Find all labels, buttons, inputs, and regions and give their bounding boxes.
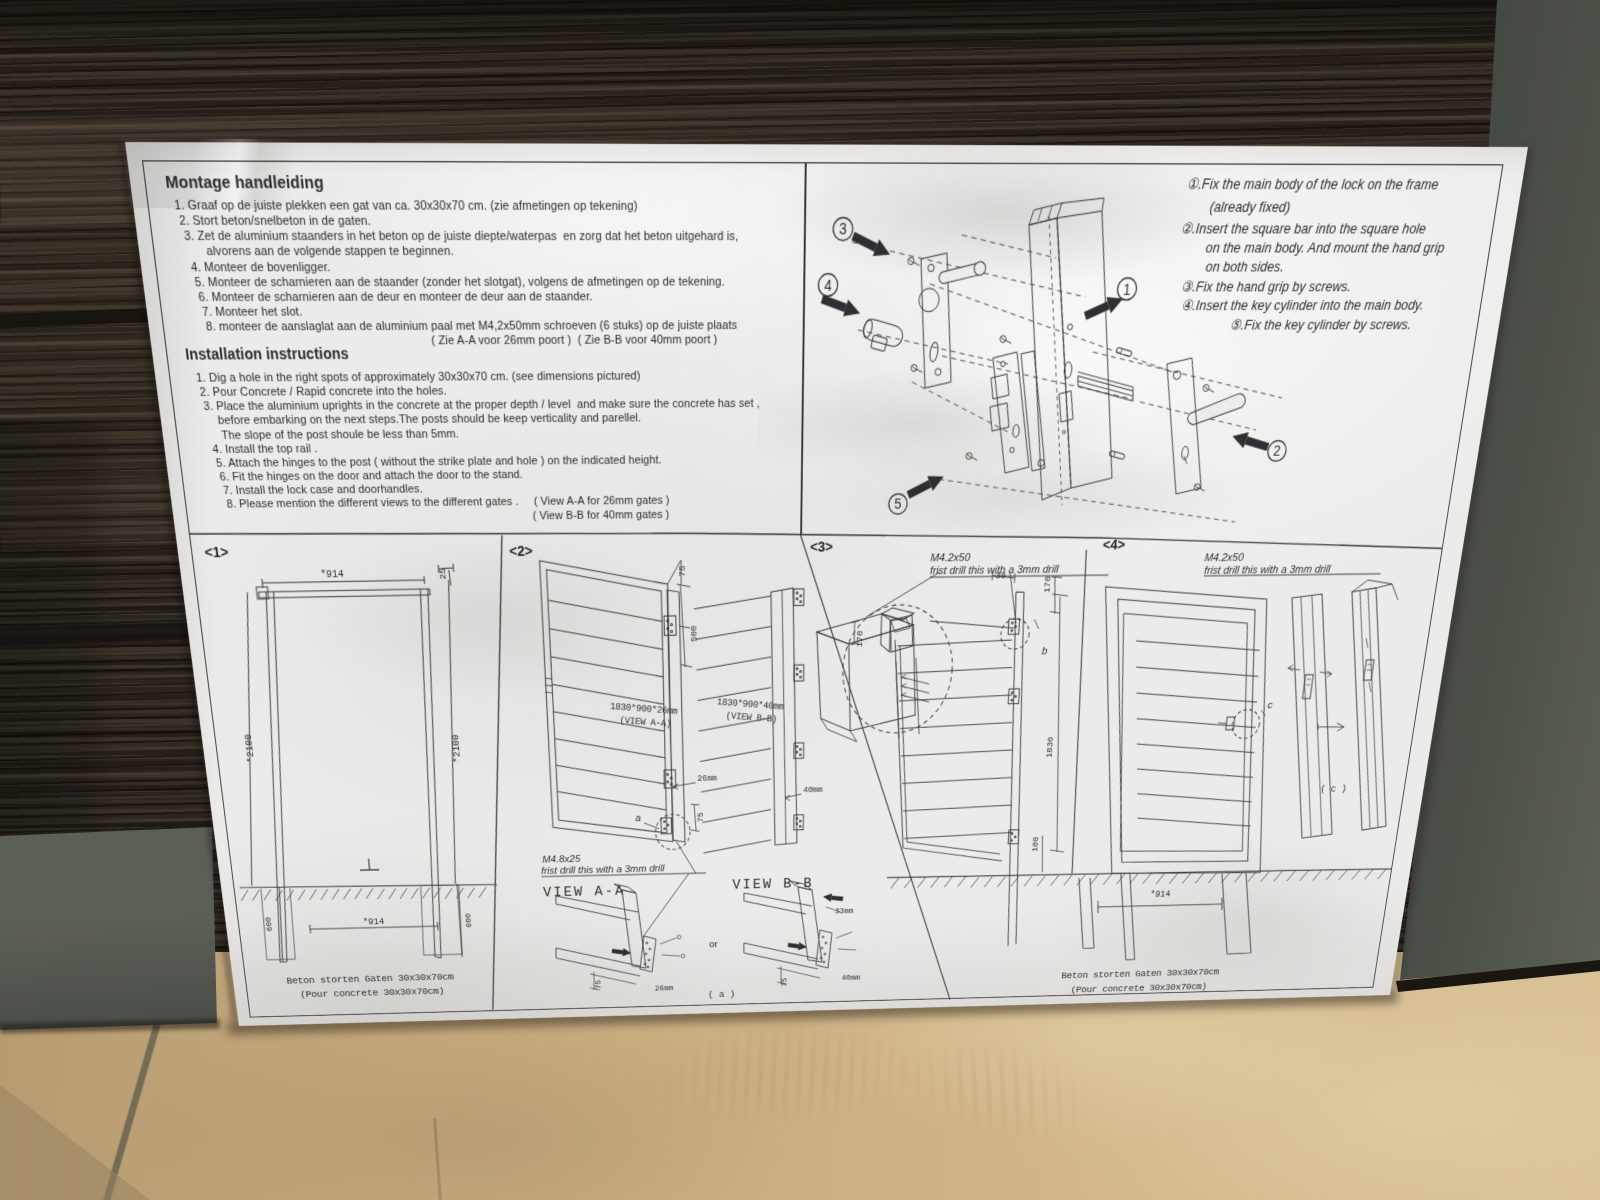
svg-text:<3>: <3> [810,539,833,556]
svg-text:( c ): ( c ) [1320,784,1348,795]
svg-text:3: 3 [839,221,847,239]
svg-text:600: 600 [264,917,275,932]
svg-text:75: 75 [781,978,790,987]
svg-text:2: 2 [1272,444,1281,460]
svg-text:c: c [1267,699,1274,711]
svg-text:M4.2x50: M4.2x50 [930,551,971,564]
svg-text:170: 170 [1043,576,1053,593]
svg-text:frist drill this with a 3mm dr: frist drill this with a 3mm drill [541,863,666,877]
svg-text:or: or [709,938,718,949]
svg-text:1830: 1830 [1046,736,1056,757]
svg-text:1: 1 [1123,281,1132,298]
svg-text:75: 75 [595,980,604,989]
svg-text:26mm: 26mm [697,774,717,784]
svg-text:VIEW A-A: VIEW A-A [543,883,626,901]
svg-text:frist drill this with a 3mm dr: frist drill this with a 3mm drill [930,563,1060,577]
svg-text:1830*900*26mm: 1830*900*26mm [610,701,678,717]
svg-text:*914: *914 [362,917,384,928]
svg-text:(Pour concrete 30x30x70cm): (Pour concrete 30x30x70cm) [300,986,445,1000]
svg-text:40mm: 40mm [841,974,860,983]
svg-text:Beton storten Gaten 30x30x70cm: Beton storten Gaten 30x30x70cm [286,972,454,987]
svg-text:(Pour concrete 30x30x70cm): (Pour concrete 30x30x70cm) [1070,981,1207,995]
svg-text:<2>: <2> [509,543,533,560]
svg-text:26mm: 26mm [655,984,674,993]
svg-text:<4>: <4> [1102,537,1126,553]
svg-text:(VIEW B-B): (VIEW B-B) [725,710,777,725]
svg-text:170: 170 [856,630,866,647]
svg-text:VIEW B-B: VIEW B-B [732,875,813,893]
svg-text:M4.8x25: M4.8x25 [542,853,581,865]
svg-text:30: 30 [995,571,1006,581]
svg-text:b: b [1041,645,1048,657]
svg-text:M4.2x50: M4.2x50 [1204,551,1245,564]
svg-text:600: 600 [464,913,474,928]
svg-text:100: 100 [1031,837,1041,852]
svg-text:Beton storten Gaten 30x30x70cm: Beton storten Gaten 30x30x70cm [1061,967,1220,981]
svg-text:( a ): ( a ) [708,989,735,1000]
svg-text:40mm: 40mm [803,786,823,796]
svg-text:75: 75 [697,812,706,822]
svg-text:*2100: *2100 [450,734,463,763]
svg-text:1830*900*40mm: 1830*900*40mm [717,696,785,712]
svg-text:(VIEW A-A): (VIEW A-A) [619,715,671,730]
svg-text:*914: *914 [1150,890,1171,901]
svg-text:500: 500 [690,625,699,642]
svg-text:4: 4 [824,277,832,294]
svg-text:25: 25 [439,568,449,579]
svg-text:*2100: *2100 [243,734,257,763]
svg-text:<1>: <1> [204,544,230,561]
svg-text:*914: *914 [320,568,344,580]
svg-text:33mm: 33mm [835,907,854,916]
svg-text:frist drill this with a 3mm dr: frist drill this with a 3mm drill [1204,563,1332,577]
svg-text:5: 5 [894,497,902,513]
svg-text:75: 75 [678,565,688,576]
svg-text:a: a [635,812,641,824]
